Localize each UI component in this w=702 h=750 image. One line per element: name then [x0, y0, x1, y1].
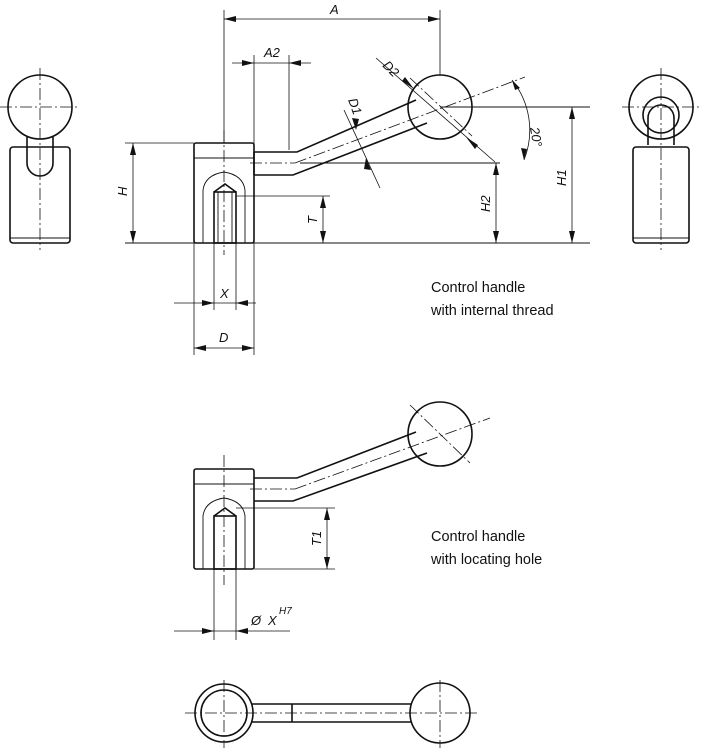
dim-h-label: H	[115, 186, 130, 196]
dim-angle-label: 20°	[527, 125, 545, 148]
dimension-annotations-top: A A2 D1 D2 20° H T	[115, 2, 575, 355]
dim-x-label: X	[219, 286, 230, 301]
dim-dia-variable: X	[267, 613, 278, 628]
top-view	[185, 680, 480, 748]
dim-d1-label: D1	[345, 96, 365, 117]
front-view-locating-hole	[193, 401, 491, 585]
dim-tolerance: H7	[279, 606, 292, 617]
caption-internal-thread: Control handle with internal thread	[430, 280, 554, 319]
caption-internal-thread-line2: with internal thread	[430, 303, 554, 319]
caption-locating-hole-line2: with locating hole	[430, 552, 542, 568]
caption-internal-thread-line1: Control handle	[431, 280, 525, 296]
dim-d-label: D	[219, 330, 228, 345]
dim-t-label: T	[305, 215, 320, 224]
dimension-annotations-middle: T1 Ø X H7	[174, 507, 335, 640]
left-side-view	[0, 68, 80, 250]
dim-t1-label: T1	[309, 531, 324, 546]
caption-locating-hole: Control handle with locating hole	[430, 529, 542, 568]
dim-d2-label: D2	[380, 58, 403, 81]
dim-a2-label: A2	[263, 45, 281, 60]
dim-a-label: A	[329, 2, 339, 17]
dim-h1-label: H1	[554, 169, 569, 186]
dim-h2-label: H2	[478, 195, 493, 212]
caption-locating-hole-line1: Control handle	[431, 529, 525, 545]
dim-dia-symbol: Ø	[250, 613, 262, 628]
right-side-view	[622, 68, 700, 250]
